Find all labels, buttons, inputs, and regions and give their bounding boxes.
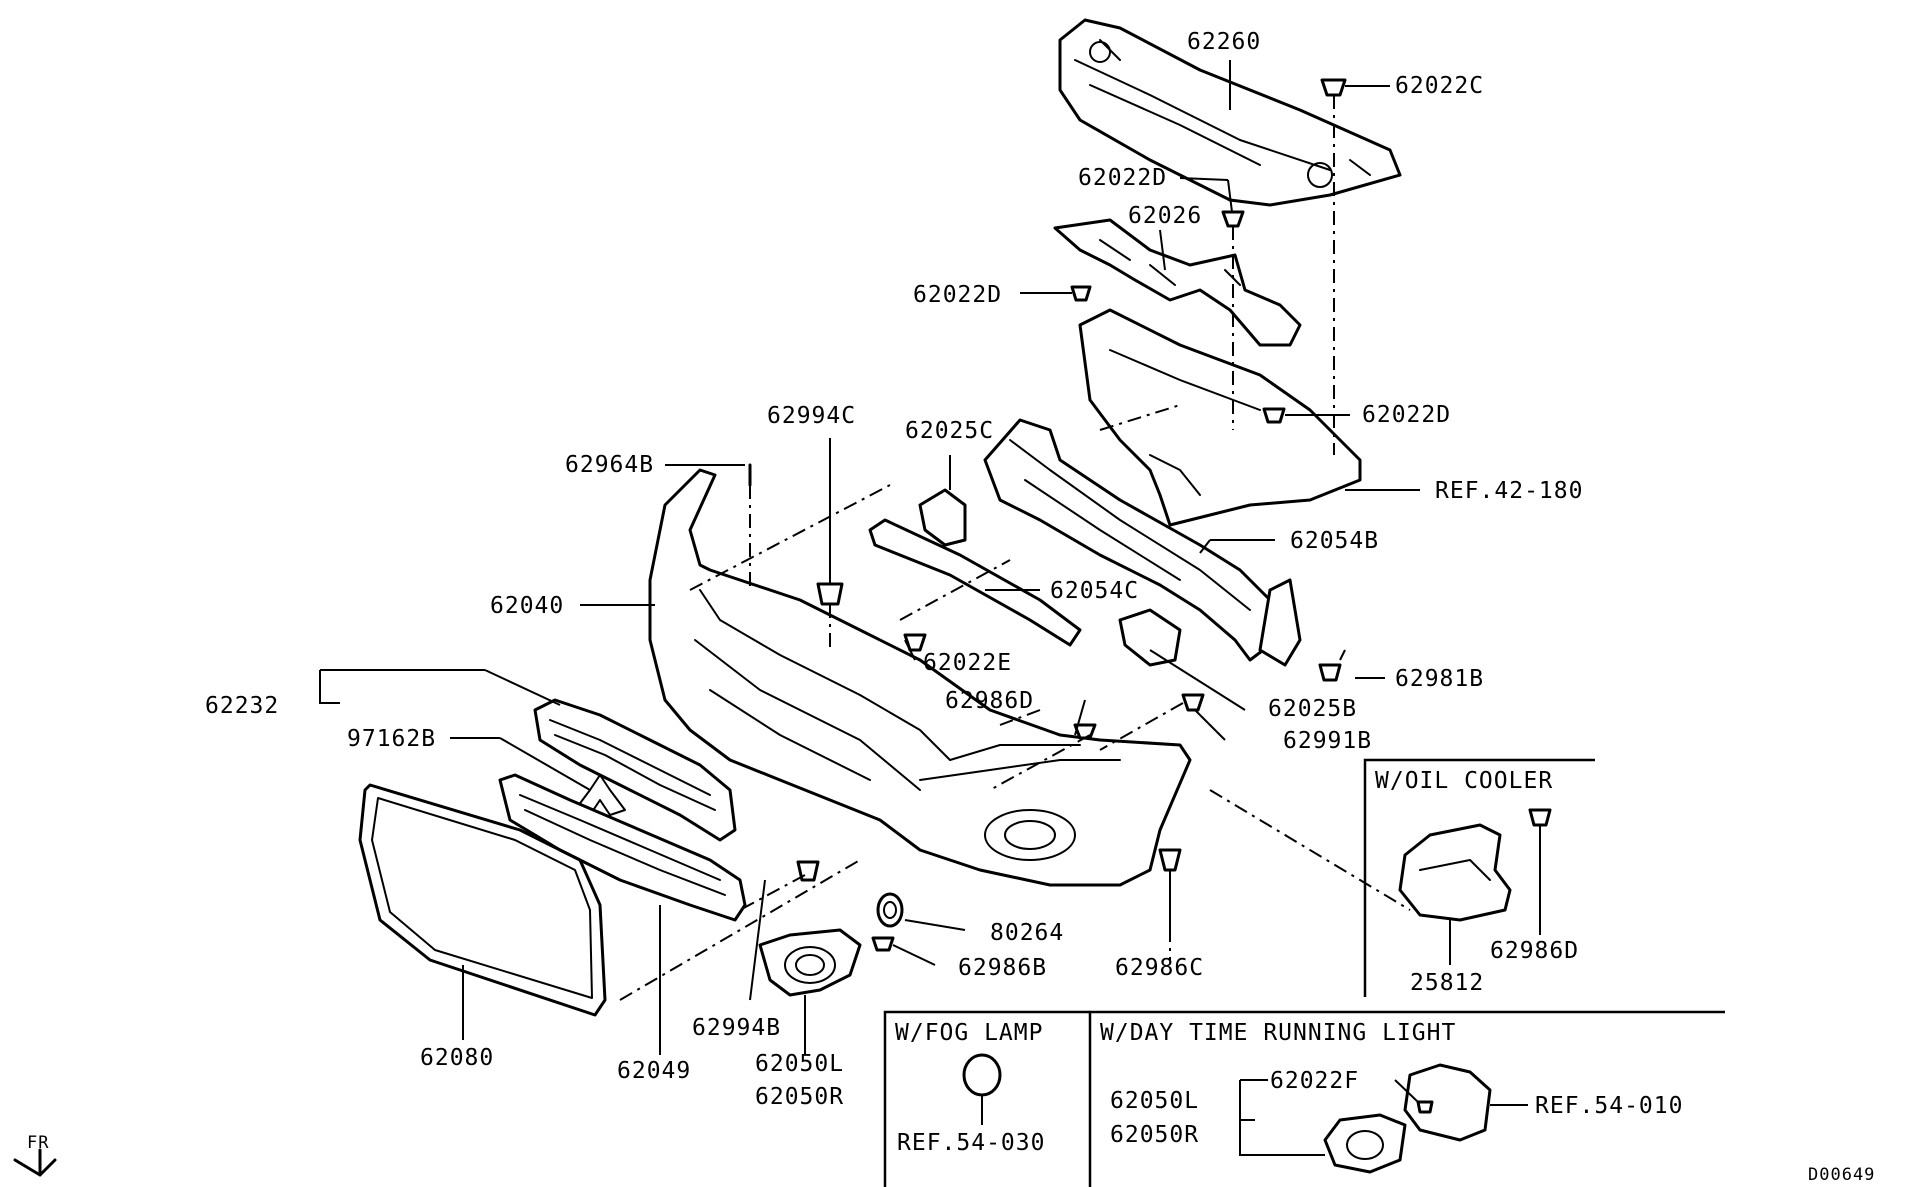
leader-lines [319,60,1541,1156]
label-ref-42-180: REF.42-180 [1435,478,1583,504]
label-62025B: 62025B [1268,696,1357,722]
upper-cover-62260 [1058,18,1402,207]
label-ref-54-010: REF.54-010 [1535,1093,1683,1119]
diagram-code: D00649 [1808,1165,1875,1185]
label-ref-54-030: REF.54-030 [897,1130,1045,1156]
label-62022D-top: 62022D [1078,165,1167,191]
upper-grille-62232 [533,698,737,842]
label-62040: 62040 [490,593,564,619]
label-62022D-right: 62022D [1362,402,1451,428]
label-62260: 62260 [1187,29,1261,55]
label-25812: 25812 [1410,970,1484,996]
label-62050R: 62050R [755,1084,844,1110]
label-62994C: 62994C [767,403,856,429]
label-62986C: 62986C [1115,955,1204,981]
label-62994B: 62994B [692,1015,781,1041]
label-80264: 80264 [990,920,1064,946]
radiator-support-ref [1078,308,1362,527]
spacer-62025C [918,488,967,547]
fog-lamp-unit [962,1053,1002,1097]
bumper-fascia-62040 [648,468,1192,887]
part-labels: 62260 62022C 62022D 62026 62022D 62022D … [27,29,1875,1185]
label-62049: 62049 [617,1058,691,1084]
label-62986D: 62986D [945,688,1034,714]
drl-unit [1323,1063,1492,1174]
label-62054C: 62054C [1050,578,1139,604]
oil-cooler-duct-25812 [1398,823,1512,922]
label-62022D-left: 62022D [913,282,1002,308]
label-62026: 62026 [1128,203,1202,229]
label-62050L: 62050L [755,1051,844,1077]
label-62232: 62232 [205,693,279,719]
fog-bezel-62050 [758,928,862,997]
label-97162B: 97162B [347,726,436,752]
front-arrow-icon [13,1148,57,1177]
label-62986D-oil: 62986D [1490,938,1579,964]
label-62054B: 62054B [1290,528,1379,554]
label-62981B: 62981B [1395,666,1484,692]
label-62022F: 62022F [1270,1068,1359,1094]
label-62050L-drl: 62050L [1110,1088,1199,1114]
label-62080: 62080 [420,1045,494,1071]
socket-80264 [876,892,904,928]
reinforcement-62054B [983,418,1302,667]
oil-cooler-title: W/OIL COOLER [1375,768,1553,794]
drl-title: W/DAY TIME RUNNING LIGHT [1100,1020,1456,1046]
label-62991B: 62991B [1283,728,1372,754]
variant-boxes [883,758,1725,1187]
label-62050R-drl: 62050R [1110,1122,1199,1148]
direction-label: FR [27,1133,49,1153]
reference-lines [619,95,1411,1001]
spacer-62025B [1118,608,1182,667]
bar-62054C [868,518,1082,647]
garnish-frame-62080 [358,783,607,1017]
label-62022E: 62022E [923,650,1012,676]
fasteners [748,78,1347,952]
label-62022C: 62022C [1395,73,1484,99]
label-62964B: 62964B [565,452,654,478]
fog-lamp-title: W/FOG LAMP [895,1020,1043,1046]
label-62025C: 62025C [905,418,994,444]
label-62986B: 62986B [958,955,1047,981]
bracket-62026 [1053,218,1302,347]
bolt-oil-cooler [1528,808,1552,827]
